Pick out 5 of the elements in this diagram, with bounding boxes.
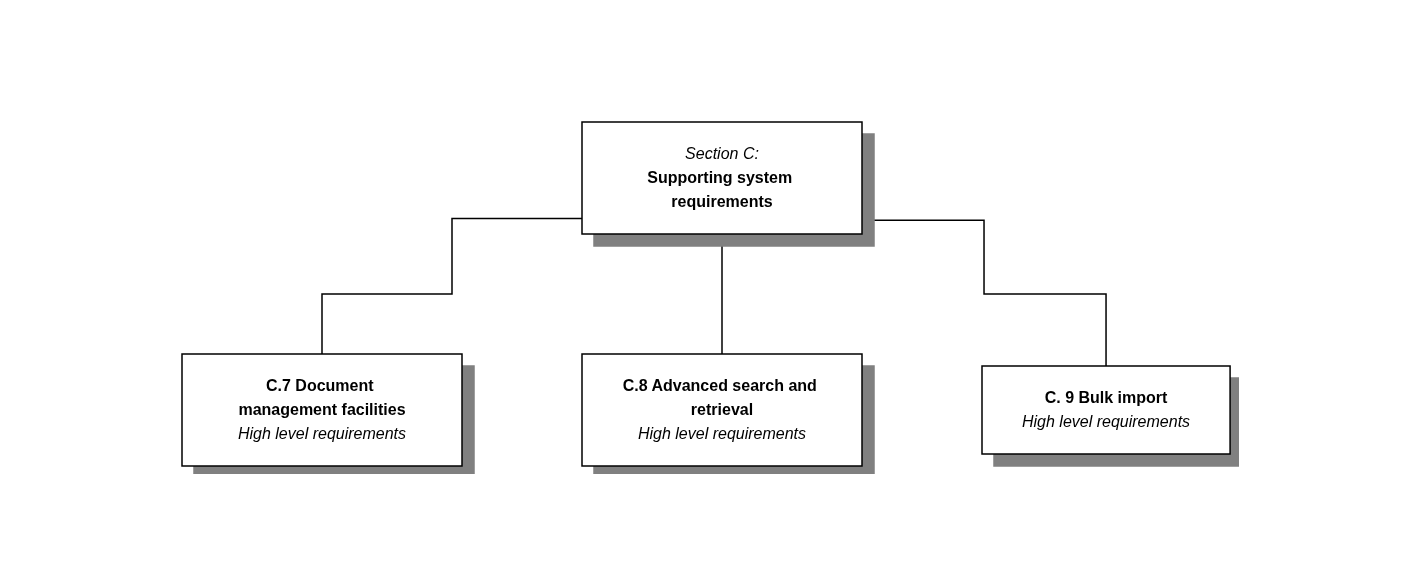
node-box: C. 9 Bulk import High level requirements [981, 364, 1232, 455]
node-box: C.7 Document management facilities High level requirements [181, 352, 464, 467]
node-box: Section C: Supporting system requirements [581, 120, 864, 235]
node-box: C.8 Advanced search and retrieval High level requirements [581, 352, 864, 467]
connector [721, 232, 724, 355]
